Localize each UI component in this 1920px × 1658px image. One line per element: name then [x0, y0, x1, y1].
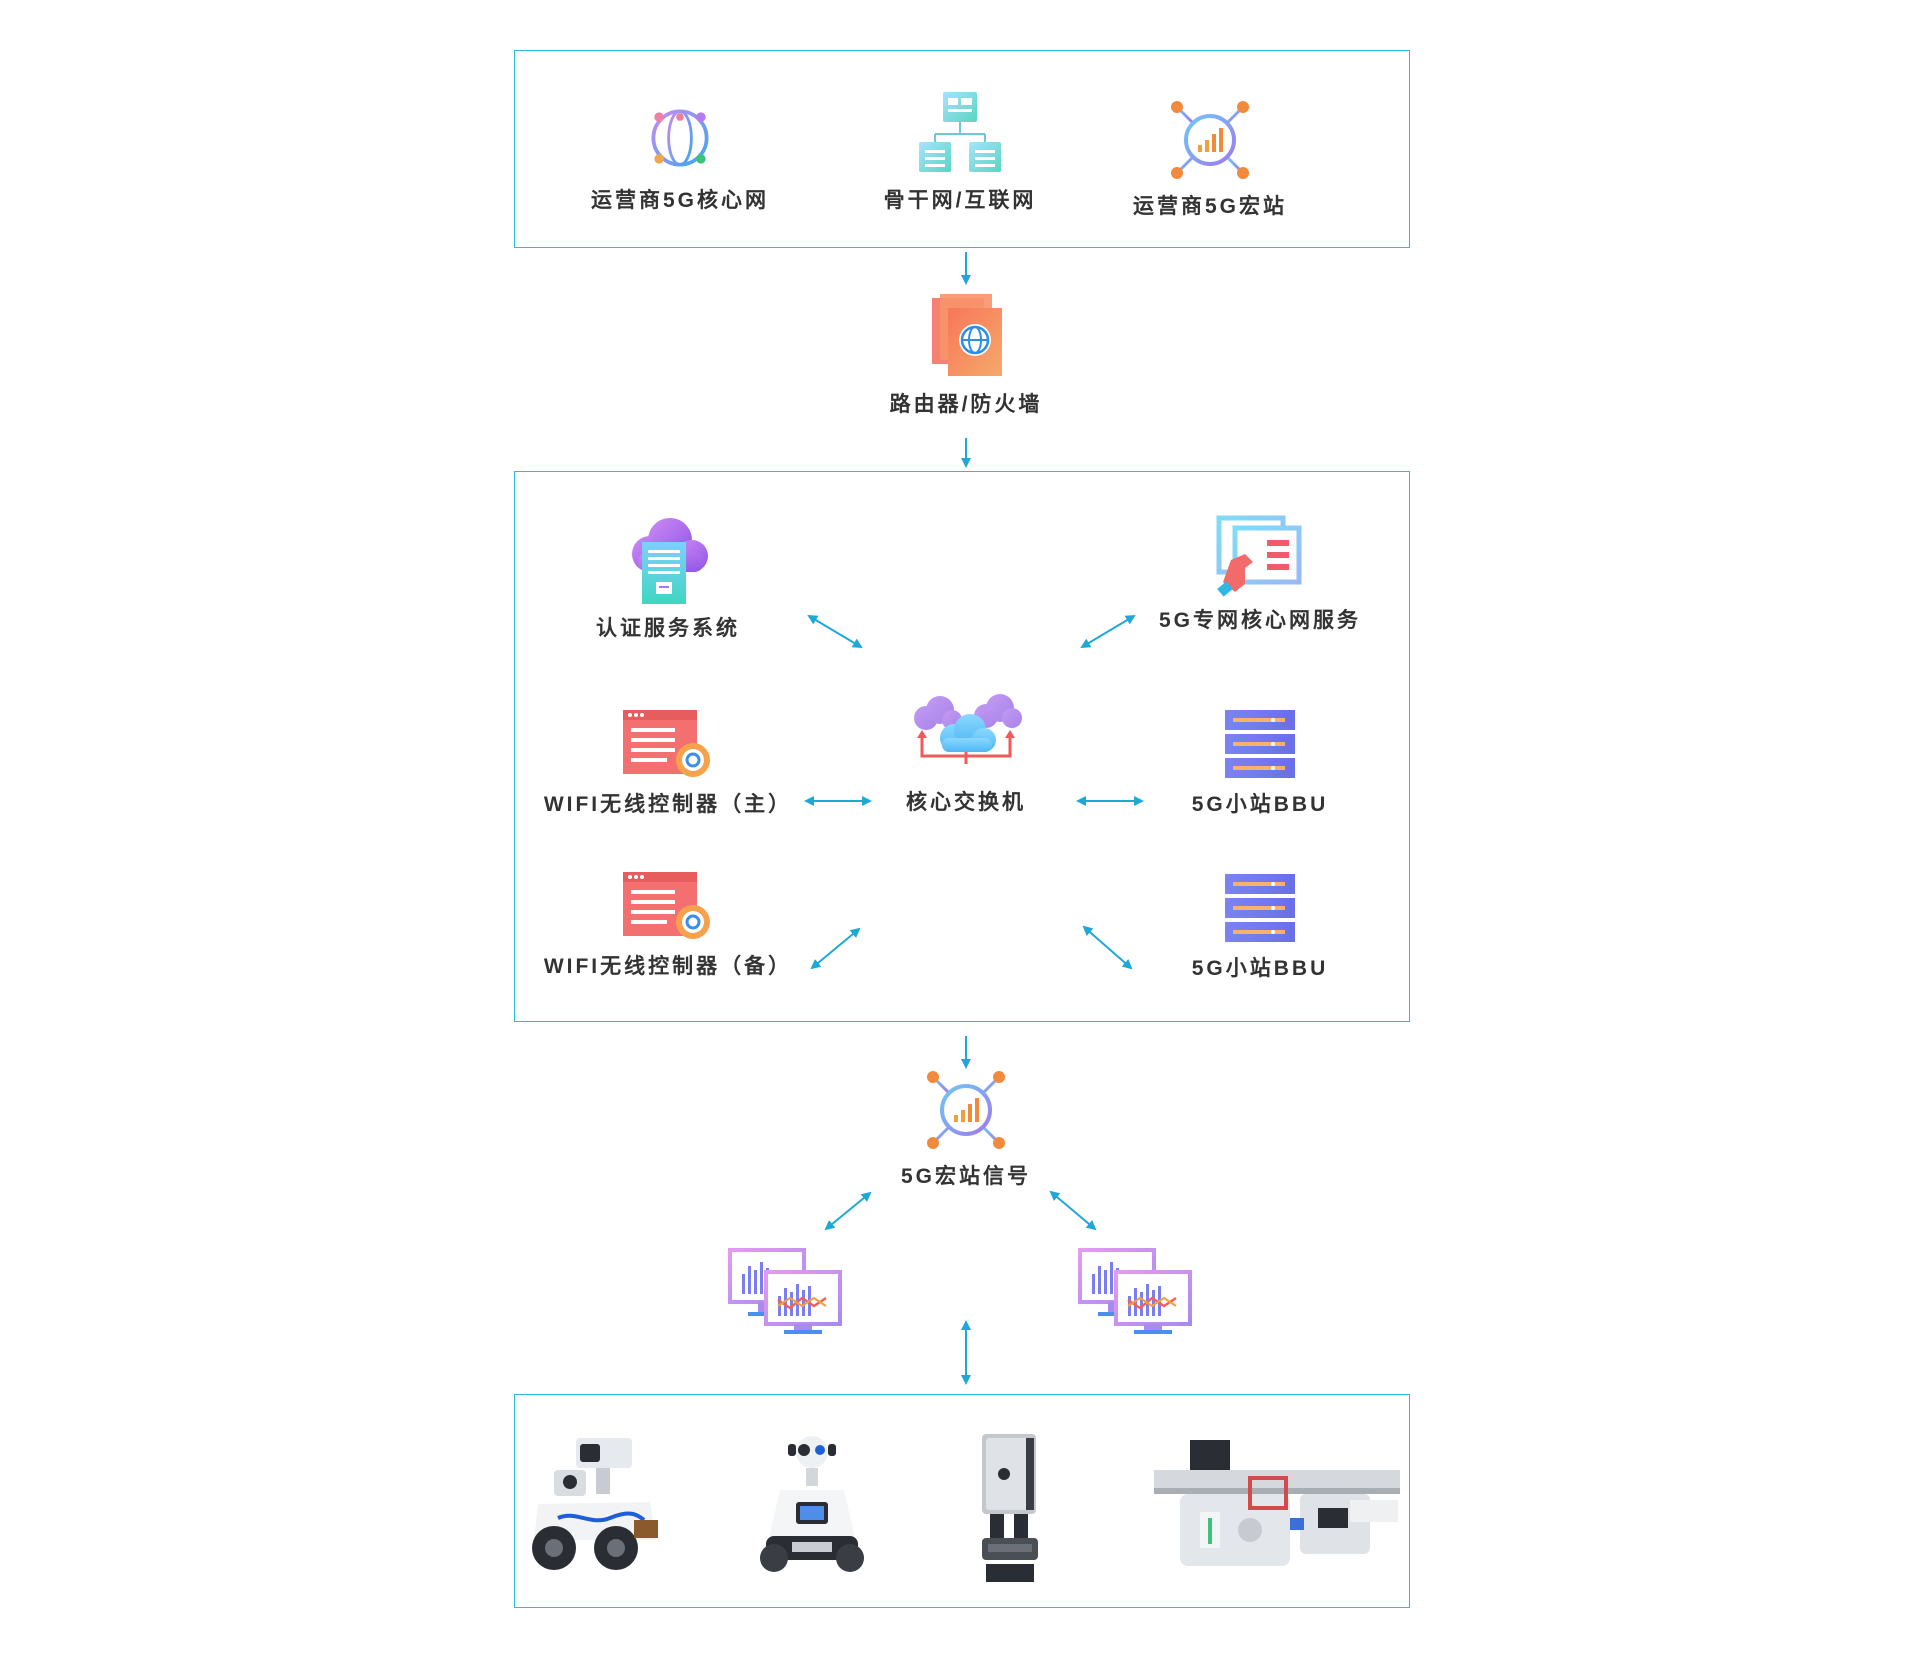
browser-gear-icon — [623, 710, 710, 777]
core-network-label: 运营商5G核心网 — [590, 189, 769, 212]
device-wheeled-robot — [524, 1430, 664, 1580]
server-rack-icon — [1225, 710, 1295, 778]
5g-signal-label: 5G宏站信号 — [900, 1165, 1031, 1188]
auth-system-node: 认证服务系统 — [548, 512, 788, 642]
patrol-robot-icon — [760, 1436, 864, 1572]
cloud-server-icon — [632, 518, 708, 604]
auth-system-label: 认证服务系统 — [596, 617, 740, 640]
core-network-node: 运营商5G核心网 — [560, 100, 800, 214]
arrow-signal-terminal-right — [1049, 1190, 1097, 1231]
core-switch-label: 核心交换机 — [906, 791, 1026, 814]
router-firewall-node: 路由器/防火墙 — [846, 292, 1086, 418]
firewall-globe-icon — [932, 294, 1002, 376]
signal-hub-icon — [927, 1071, 1005, 1149]
monitor-pair-icon — [728, 1248, 842, 1334]
router-firewall-label: 路由器/防火墙 — [889, 393, 1043, 416]
track-inspection-robot-icon — [1154, 1440, 1400, 1566]
bbu-2-label: 5G小站BBU — [1191, 957, 1329, 980]
core-switch-node: 核心交换机 — [846, 694, 1086, 816]
device-track-robot — [1150, 1438, 1404, 1588]
globe-network-icon — [651, 109, 709, 167]
cloud-switch-icon — [914, 694, 1022, 764]
device-patrol-robot — [752, 1430, 872, 1580]
arrow-signal-terminal-left — [824, 1191, 872, 1231]
terminal-group-right — [1078, 1248, 1194, 1334]
wifi-controller-main-label: WIFI无线控制器（主） — [543, 793, 793, 816]
macro-station-label: 运营商5G宏站 — [1132, 195, 1287, 218]
wifi-controller-backup-label: WIFI无线控制器（备） — [543, 955, 793, 978]
macro-station-node: 运营商5G宏站 — [1090, 98, 1330, 220]
signal-hub-icon — [1171, 101, 1249, 179]
bbu-1-label: 5G小站BBU — [1191, 793, 1329, 816]
bbu-2-node: 5G小站BBU — [1140, 872, 1380, 982]
document-hierarchy-icon — [919, 92, 1001, 172]
5g-signal-node: 5G宏站信号 — [846, 1068, 1086, 1190]
backbone-label: 骨干网/互联网 — [883, 189, 1037, 212]
server-rack-icon — [1225, 874, 1295, 942]
wheeled-inspection-robot-icon — [532, 1438, 658, 1570]
monitor-pair-icon — [1078, 1248, 1192, 1334]
rail-inspection-unit-icon — [982, 1434, 1038, 1582]
device-rail-unit — [970, 1430, 1050, 1590]
terminal-group-left — [728, 1248, 844, 1334]
wifi-controller-main-node: WIFI无线控制器（主） — [538, 708, 798, 818]
browser-gear-icon — [623, 872, 710, 939]
backbone-node: 骨干网/互联网 — [840, 90, 1080, 214]
5g-core-service-node: 5G专网核心网服务 — [1140, 514, 1380, 634]
touch-panel-icon — [1216, 515, 1302, 597]
5g-core-service-label: 5G专网核心网服务 — [1158, 609, 1361, 632]
wifi-controller-backup-node: WIFI无线控制器（备） — [538, 870, 798, 980]
bbu-1-node: 5G小站BBU — [1140, 708, 1380, 818]
